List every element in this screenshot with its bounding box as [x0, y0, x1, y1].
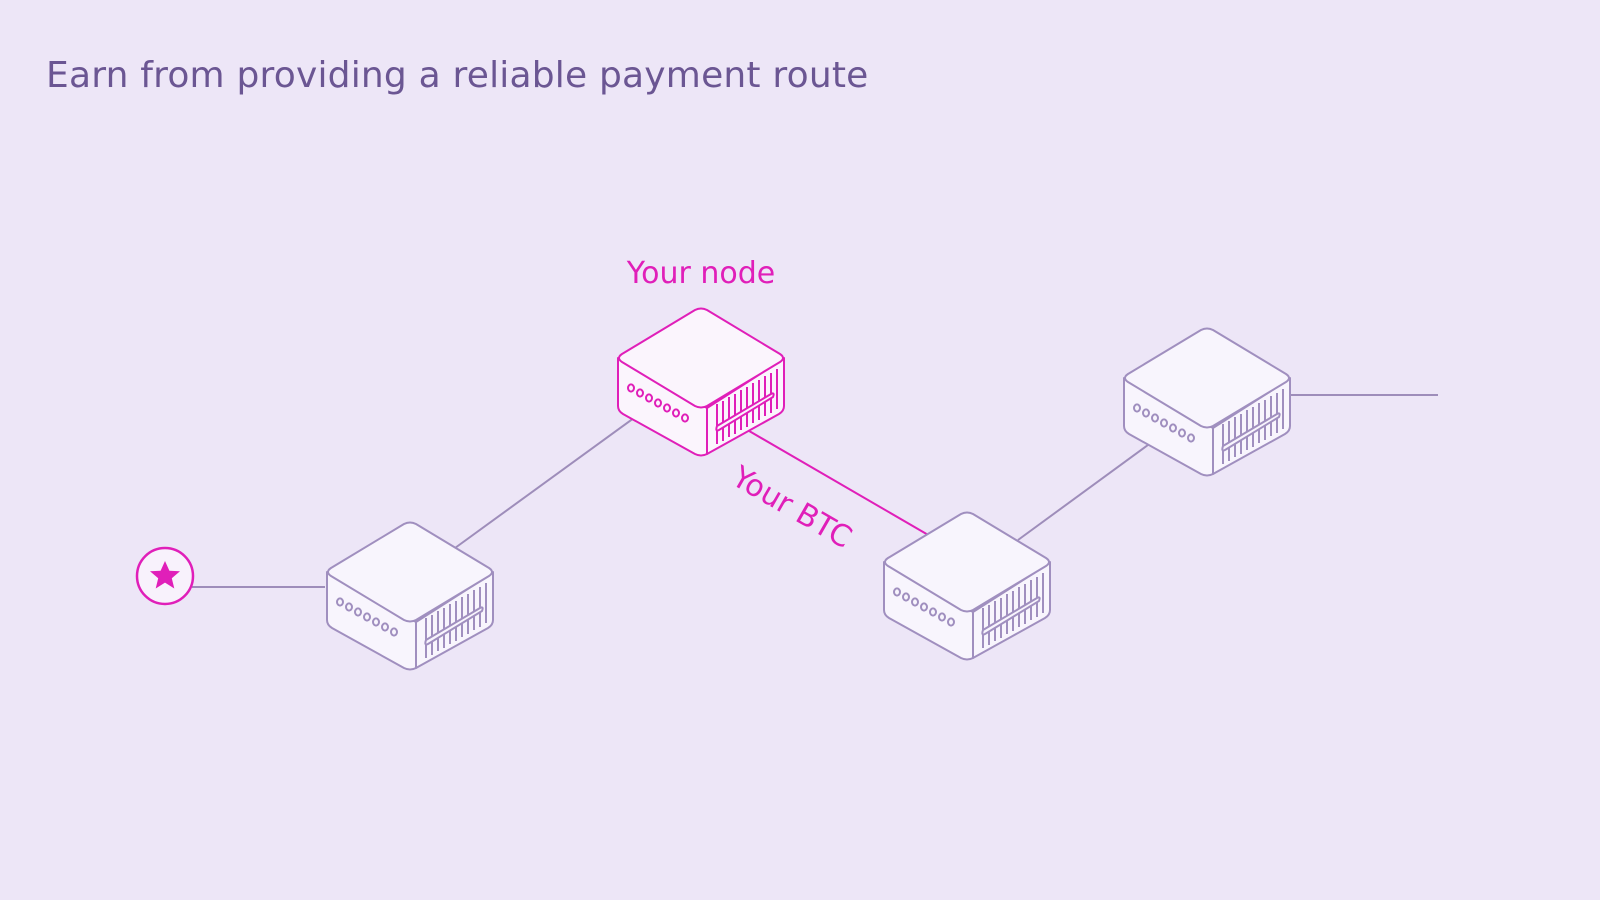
server-node-far-right [1123, 327, 1291, 477]
your-node-label: Your node [626, 256, 775, 291]
connection-lines [192, 394, 1438, 588]
your-btc-label: Your BTC [725, 459, 857, 556]
server-node-your-node [617, 307, 785, 457]
page-title: Earn from providing a reliable payment r… [46, 55, 869, 96]
link-left-node-to-your-node [454, 414, 639, 549]
link-your-btc-channel [743, 427, 931, 537]
server-node-left [326, 521, 494, 671]
link-middle-to-far-right-node [1017, 441, 1153, 541]
star-icon [135, 546, 195, 606]
